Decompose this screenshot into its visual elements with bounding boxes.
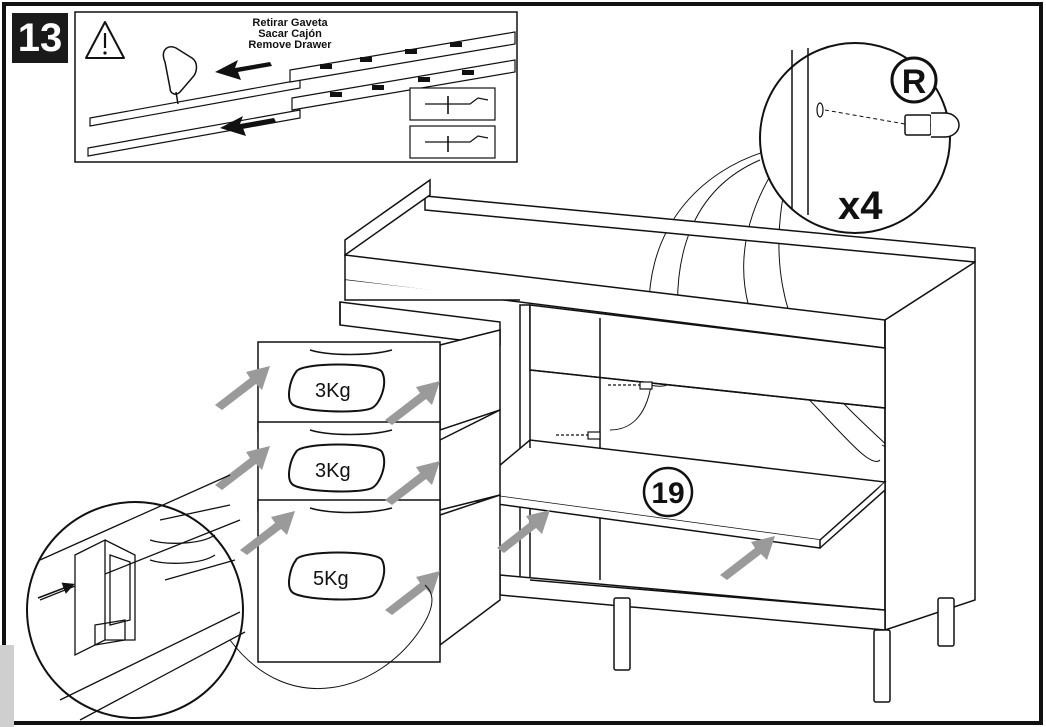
weight-text-2: 3Kg — [315, 460, 351, 482]
hand-press-icon — [162, 46, 198, 105]
cabinet-carcass — [344, 178, 976, 632]
part-number-text: 19 — [651, 477, 684, 510]
drawer-1 — [257, 301, 501, 432]
weight-label-3: 5Kg — [288, 551, 386, 601]
shelf-pins — [556, 381, 653, 440]
warning-line-pt: Retirar Gaveta — [252, 17, 328, 29]
page-edge-tab — [0, 645, 14, 727]
cam-dowel-icon — [904, 112, 960, 138]
warning-line-es: Sacar Cajón — [258, 28, 322, 40]
weight-label-2: 3Kg — [288, 443, 386, 493]
part-number-19: 19 — [642, 466, 694, 518]
push-arrows — [215, 132, 930, 615]
weight-text-3: 5Kg — [313, 568, 349, 590]
drawer-slide-rails — [87, 31, 516, 157]
slide-detail-callout — [26, 474, 433, 721]
warning-caption: Retirar Gaveta Sacar Cajón Remove Drawer — [190, 18, 390, 51]
step-number-badge: 13 — [12, 13, 68, 63]
warning-triangle-icon — [85, 21, 125, 59]
part-letter-badge: R — [890, 56, 938, 104]
drawer-3 — [257, 493, 501, 663]
pull-arrows — [215, 60, 276, 136]
quantity-label: x4 — [838, 184, 883, 228]
screw-callout: R — [759, 42, 960, 234]
weight-label-1: 3Kg — [288, 363, 386, 413]
warning-line-en: Remove Drawer — [248, 39, 332, 51]
cabinet-legs — [613, 597, 955, 703]
part-letter-text: R — [902, 63, 927, 101]
weight-text-1: 3Kg — [315, 380, 351, 402]
latch-detail-boxes — [409, 87, 496, 159]
warning-inset — [74, 11, 518, 163]
